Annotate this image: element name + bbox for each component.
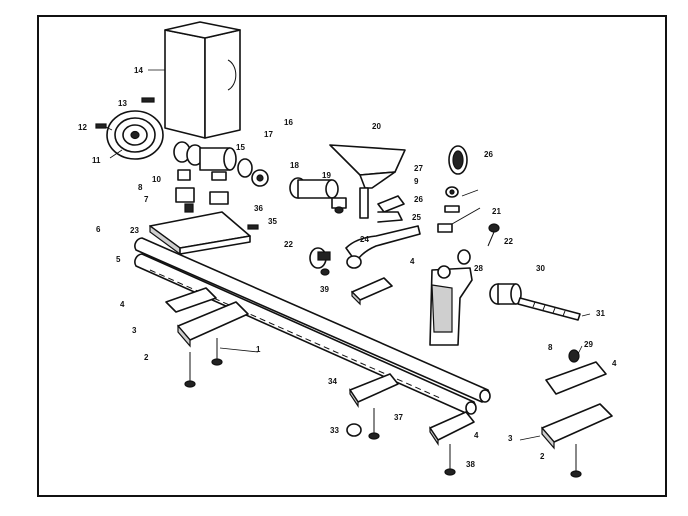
callout-8b: 8 (548, 343, 553, 352)
callout-22a: 22 (504, 237, 513, 246)
callout-37: 37 (394, 413, 403, 422)
callout-19: 19 (322, 171, 331, 180)
diagram-border (37, 15, 667, 497)
callout-27: 27 (414, 164, 423, 173)
headstock-small-parts (175, 169, 259, 230)
callout-34: 34 (328, 377, 337, 386)
callout-7: 7 (144, 195, 149, 204)
callout-39: 39 (320, 285, 329, 294)
motor-housing (164, 21, 241, 139)
callout-18: 18 (290, 161, 299, 170)
callout-31: 31 (596, 309, 605, 318)
right-bracket (429, 411, 475, 476)
tailstock-screw (517, 297, 581, 321)
callout-28: 28 (474, 264, 483, 273)
callout-24: 24 (360, 235, 369, 244)
callout-20: 20 (372, 122, 381, 131)
callout-33: 33 (330, 426, 339, 435)
callout-14: 14 (134, 66, 143, 75)
callout-5: 5 (116, 255, 121, 264)
callout-3b: 3 (508, 434, 513, 443)
screw-13 (141, 97, 155, 103)
left-foot-assembly (165, 287, 249, 388)
callout-4a: 4 (410, 257, 415, 266)
callout-4c: 4 (612, 359, 617, 368)
callout-12: 12 (78, 123, 87, 132)
callout-30: 30 (536, 264, 545, 273)
callout-16a: 16 (284, 118, 293, 127)
tailstock (429, 249, 473, 346)
handwheel (444, 145, 468, 213)
callout-21: 21 (492, 207, 501, 216)
callout-9a: 9 (414, 177, 419, 186)
lock-lever (437, 207, 481, 233)
leader-lines (105, 69, 591, 441)
bolt-21 (487, 223, 500, 247)
clamp-plate-4 (351, 277, 393, 306)
callout-6: 6 (96, 225, 101, 234)
setscrew-12 (95, 123, 107, 129)
middle-bracket (346, 373, 399, 440)
callout-3a: 3 (132, 326, 137, 335)
callout-4b: 4 (120, 300, 125, 309)
spindle-assembly (173, 141, 269, 187)
callout-15: 15 (236, 143, 245, 152)
callout-2b: 2 (540, 452, 545, 461)
callout-38: 38 (466, 460, 475, 469)
headstock-base-plate (149, 211, 251, 256)
tailstock-ram (489, 283, 522, 305)
callout-17: 17 (264, 130, 273, 139)
right-foot-assembly (541, 349, 613, 478)
tool-rest-shaft (289, 177, 347, 214)
callout-25: 25 (412, 213, 421, 222)
callout-36: 36 (254, 204, 263, 213)
callout-29: 29 (584, 340, 593, 349)
callout-26a: 26 (484, 150, 493, 159)
callout-23: 23 (130, 226, 139, 235)
bracket-27 (377, 195, 405, 223)
callout-10: 10 (152, 175, 161, 184)
tool-rest (329, 144, 406, 219)
callout-11: 11 (92, 156, 101, 165)
callout-13: 13 (118, 99, 127, 108)
callout-26b: 26 (414, 195, 423, 204)
callout-4d: 4 (474, 431, 479, 440)
callout-labels: 14 13 12 11 15 17 16 20 18 19 27 26 9 10… (78, 66, 617, 469)
callout-1: 1 (256, 345, 261, 354)
callout-35: 35 (268, 217, 277, 226)
pulley (106, 110, 164, 160)
callout-22b: 22 (284, 240, 293, 249)
clamp-lever (309, 225, 421, 276)
callout-2a: 2 (144, 353, 149, 362)
callout-8a: 8 (138, 183, 143, 192)
